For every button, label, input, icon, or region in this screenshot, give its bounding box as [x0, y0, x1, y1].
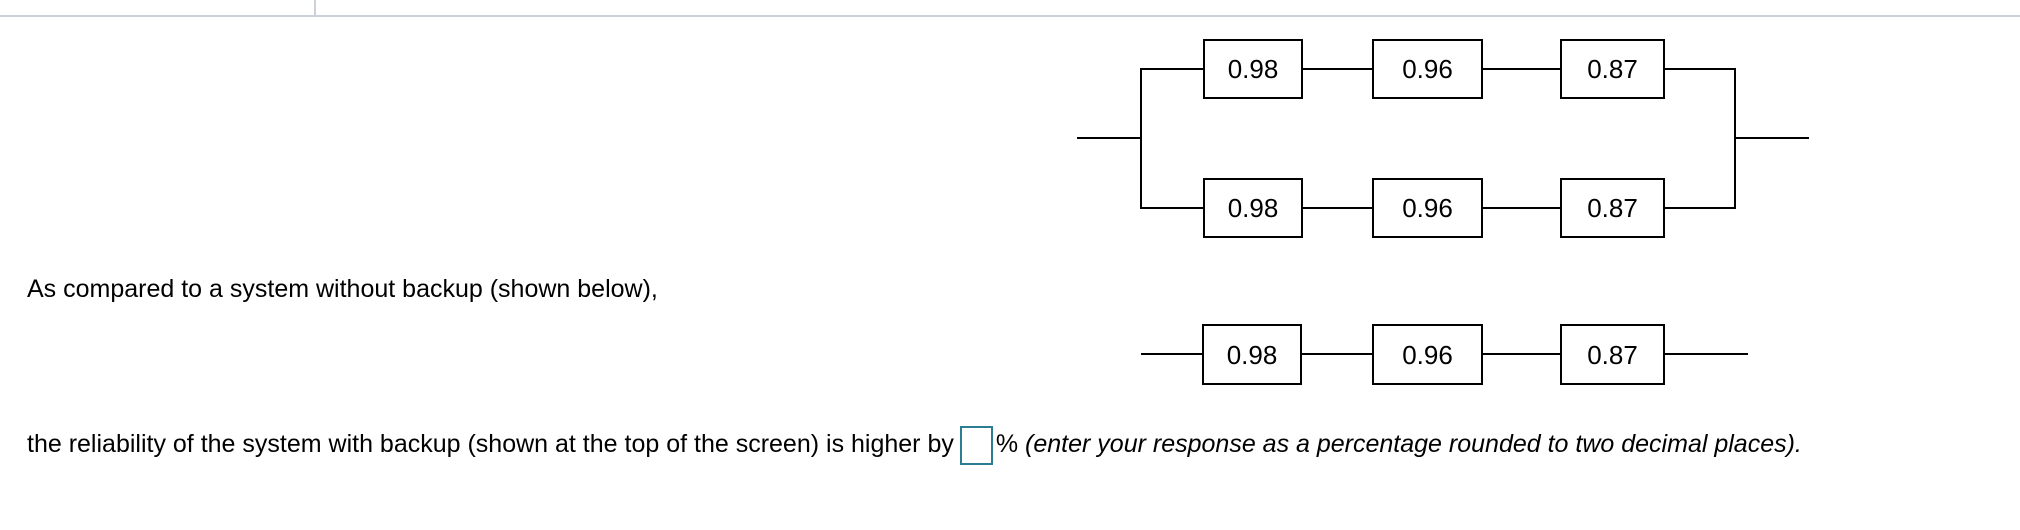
reliability-box: 0.98: [1203, 178, 1303, 238]
diagram-system-without-backup: 0.98 0.96 0.87: [1141, 324, 1751, 386]
header-column-divider: [314, 0, 316, 15]
reliability-value: 0.98: [1227, 54, 1279, 84]
input-line: [1141, 353, 1202, 355]
compare-text-label: As compared to a system without backup (…: [27, 275, 658, 303]
percent-sign: %: [995, 430, 1019, 459]
connector-line: [1483, 68, 1560, 70]
output-line: [1665, 353, 1748, 355]
reliability-value: 0.96: [1402, 193, 1453, 223]
reliability-value: 0.87: [1587, 193, 1638, 223]
answer-sentence: the reliability of the system with backu…: [27, 426, 1802, 465]
reliability-box: 0.98: [1202, 324, 1302, 385]
compare-text: As compared to a system without backup (…: [27, 274, 658, 305]
reliability-value: 0.98: [1227, 193, 1279, 223]
left-rail-line: [1140, 68, 1142, 209]
reliability-box: 0.87: [1560, 178, 1665, 238]
connector-line: [1140, 68, 1203, 70]
connector-line: [1483, 207, 1560, 209]
connector-line: [1303, 68, 1372, 70]
answer-note-text: (enter your response as a percentage rou…: [1025, 430, 1802, 459]
connector-line: [1665, 207, 1734, 209]
reliability-value: 0.98: [1226, 339, 1278, 370]
connector-line: [1302, 353, 1372, 355]
connector-line: [1303, 207, 1372, 209]
connector-line: [1140, 207, 1203, 209]
answer-prefix-text: the reliability of the system with backu…: [27, 430, 954, 459]
diagram-system-with-backup: 0.98 0.96 0.87 0.98 0.96 0.87: [1077, 36, 1809, 242]
reliability-box: 0.87: [1560, 39, 1665, 99]
reliability-value: 0.96: [1402, 339, 1453, 370]
connector-line: [1483, 353, 1560, 355]
answer-input[interactable]: [959, 426, 993, 465]
reliability-value: 0.87: [1587, 54, 1638, 84]
reliability-box: 0.96: [1372, 39, 1483, 99]
reliability-value: 0.96: [1402, 54, 1453, 84]
reliability-box: 0.87: [1560, 324, 1665, 385]
reliability-box: 0.98: [1203, 39, 1303, 99]
reliability-box: 0.96: [1372, 178, 1483, 238]
output-line: [1734, 137, 1809, 139]
reliability-box: 0.96: [1372, 324, 1483, 385]
reliability-value: 0.87: [1587, 339, 1638, 370]
input-line: [1077, 137, 1140, 139]
header-bottom-divider: [0, 15, 2020, 17]
connector-line: [1665, 68, 1734, 70]
